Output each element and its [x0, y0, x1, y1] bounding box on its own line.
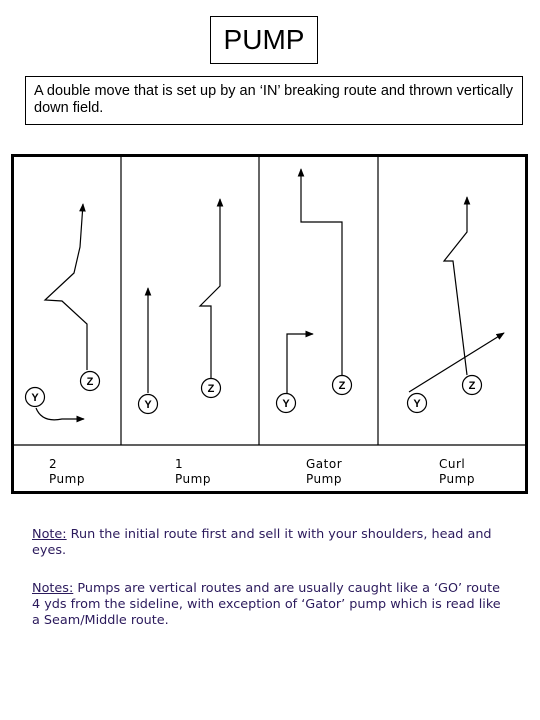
route-drawings: Z Y Y Z Y Z Y Z — [14, 157, 525, 446]
player-z-label: Z — [208, 383, 215, 395]
player-y-circle — [406, 392, 428, 414]
description-text: A double move that is set up by an ‘IN’ … — [34, 83, 514, 116]
route-diagram: Z Y Y Z Y Z Y Z 2 Pump 1 Pump Gator Pump… — [11, 154, 528, 494]
note-heading: Note: — [32, 527, 67, 542]
route-gator-pump-z — [297, 168, 343, 375]
player-z-circle — [200, 377, 222, 399]
route-gator-pump-y — [286, 330, 314, 395]
player-y-circle — [137, 393, 159, 415]
player-y-label: Y — [282, 398, 290, 410]
note-paragraph-1: Note: Run the initial route first and se… — [32, 527, 512, 559]
player-z-label: Z — [87, 376, 94, 388]
route-2-pump-z — [43, 203, 88, 370]
player-z-circle — [461, 374, 483, 396]
notes-text: Pumps are vertical routes and are usuall… — [32, 581, 501, 628]
player-y-circle — [24, 386, 46, 408]
route-label-2-pump: 2 Pump — [49, 457, 85, 486]
note-text: Run the initial route first and sell it … — [32, 527, 492, 558]
route-2-pump-y — [35, 407, 85, 423]
route-1-pump-z — [198, 198, 224, 379]
player-z-label: Z — [469, 380, 476, 392]
route-label-1-pump: 1 Pump — [175, 457, 211, 486]
player-y-label: Y — [413, 398, 421, 410]
player-y-label: Y — [144, 399, 152, 411]
notes-heading: Notes: — [32, 581, 74, 596]
player-y-circle — [275, 392, 297, 414]
route-label-curl-pump: Curl Pump — [439, 457, 475, 486]
page-title: PUMP — [210, 16, 318, 64]
player-z-label: Z — [339, 380, 346, 392]
title-text: PUMP — [223, 24, 305, 55]
player-z-circle — [331, 374, 353, 396]
route-label-gator-pump: Gator Pump — [306, 457, 343, 486]
note-paragraph-2: Notes: Pumps are vertical routes and are… — [32, 581, 512, 629]
route-curl-pump-y — [408, 332, 505, 393]
player-z-circle — [79, 370, 101, 392]
player-y-label: Y — [31, 392, 39, 404]
route-curl-pump-z — [442, 196, 471, 376]
description-box: A double move that is set up by an ‘IN’ … — [25, 76, 523, 125]
